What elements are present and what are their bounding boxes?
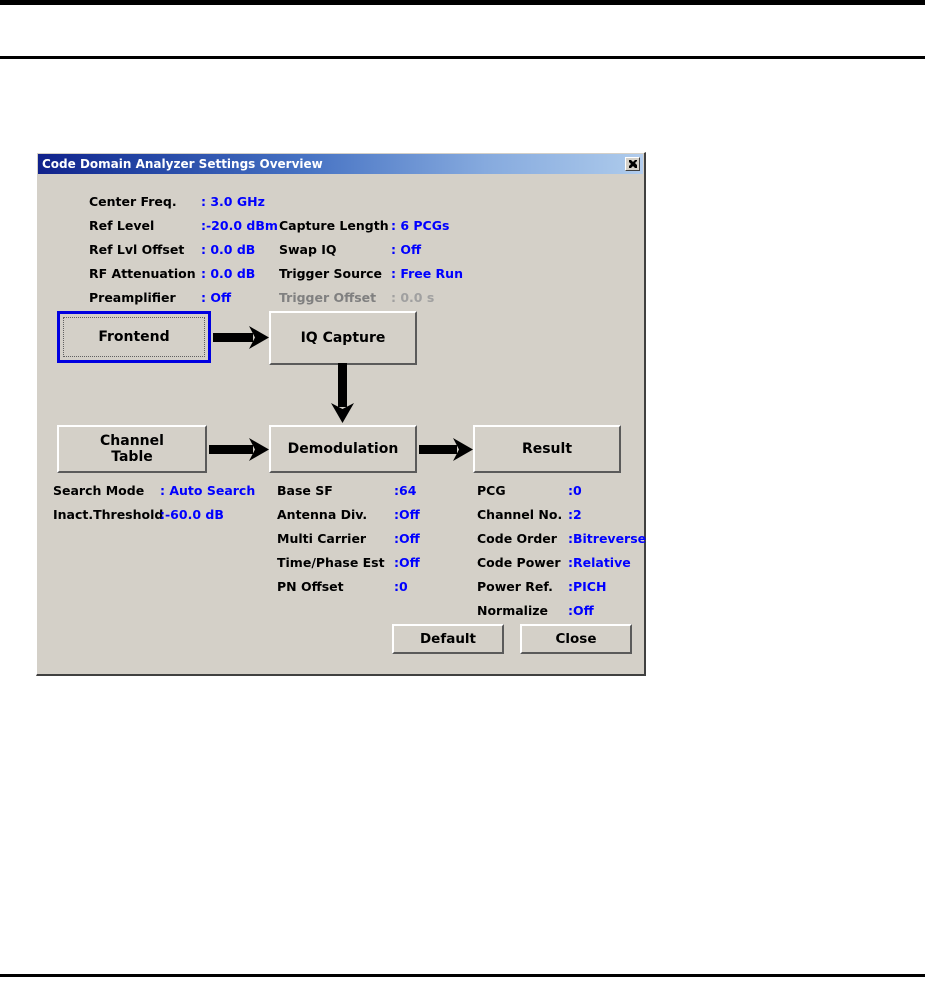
param-value: : 0.0 dB <box>201 266 256 281</box>
flow-button-result[interactable]: Result <box>473 425 621 473</box>
param-multi-carrier: Multi Carrier :Off <box>277 531 420 546</box>
close-icon <box>629 160 637 168</box>
param-capture-length: Capture Length: 6 PCGs <box>279 218 449 233</box>
param-trigger-offset: Trigger Offset : 0.0 s <box>279 290 434 305</box>
default-button[interactable]: Default <box>392 624 504 654</box>
param-label: Power Ref. <box>477 579 553 594</box>
page-header-rule <box>0 56 925 59</box>
focus-ring: Frontend <box>63 317 205 357</box>
dialog-titlebar: Code Domain Analyzer Settings Overview <box>38 154 643 174</box>
param-pcg: PCG :0 <box>477 483 582 498</box>
param-center-freq: Center Freq. : 3.0 GHz <box>89 194 265 209</box>
param-time-phase-est: Time/Phase Est :Off <box>277 555 420 570</box>
param-label: Capture Length <box>279 218 389 233</box>
param-pn-offset: PN Offset :0 <box>277 579 408 594</box>
param-label: Center Freq. <box>89 194 177 209</box>
param-value: :-20.0 dBm <box>201 218 278 233</box>
param-label: Normalize <box>477 603 548 618</box>
param-label: Time/Phase Est <box>277 555 385 570</box>
arrow-down-icon-iq-capture-to-demodulation <box>331 363 354 423</box>
param-label: Base SF <box>277 483 333 498</box>
param-value: :64 <box>394 483 417 498</box>
param-value: : Off <box>201 290 232 305</box>
close-button[interactable]: Close <box>520 624 632 654</box>
flow-button-label: IQ Capture <box>300 329 386 346</box>
param-value: :Bitreverse <box>568 531 647 546</box>
param-label: Inact.Threshold <box>53 507 164 522</box>
flow-button-label: Frontend <box>98 328 170 345</box>
param-ref-lvl-offset: Ref Lvl Offset : 0.0 dB <box>89 242 255 257</box>
param-value: :0 <box>568 483 582 498</box>
param-label: PCG <box>477 483 506 498</box>
flow-button-demodulation[interactable]: Demodulation <box>269 425 417 473</box>
flow-button-label-line2: Table <box>111 449 153 465</box>
param-value: :Relative <box>568 555 631 570</box>
arrow-right-icon-channel-table-to-demodulation <box>209 438 269 461</box>
param-value: :Off <box>394 507 420 522</box>
param-label: Code Power <box>477 555 561 570</box>
param-value: :Off <box>394 531 420 546</box>
param-value: :0 <box>394 579 408 594</box>
flow-button-label: Demodulation <box>287 440 399 457</box>
param-value: :Off <box>568 603 594 618</box>
arrow-right-icon-frontend-to-iq-capture <box>213 326 269 349</box>
param-label: Ref Lvl Offset <box>89 242 185 257</box>
flow-button-label-line1: Channel <box>100 432 164 449</box>
param-value: : 0.0 s <box>391 290 435 305</box>
param-label: Multi Carrier <box>277 531 367 546</box>
flow-button-iq-capture[interactable]: IQ Capture <box>269 311 417 365</box>
param-label: Trigger Source <box>279 266 383 281</box>
param-label: Search Mode <box>53 483 145 498</box>
param-value: : Free Run <box>391 266 463 281</box>
flow-button-frontend[interactable]: Frontend <box>57 311 211 363</box>
param-label: Ref Level <box>89 218 155 233</box>
arrow-right-icon-demodulation-to-result <box>419 438 473 461</box>
code-domain-analyzer-settings-dialog: Code Domain Analyzer Settings Overview C… <box>36 152 646 676</box>
param-value: :-60.0 dB <box>160 507 224 522</box>
param-normalize: Normalize :Off <box>477 603 594 618</box>
param-channel-no: Channel No. :2 <box>477 507 582 522</box>
close-icon-button[interactable] <box>625 157 640 171</box>
param-value: : Off <box>391 242 422 257</box>
param-label: Channel No. <box>477 507 563 522</box>
param-power-ref: Power Ref. :PICH <box>477 579 606 594</box>
param-value: : 6 PCGs <box>391 218 450 233</box>
param-swap-iq: Swap IQ : Off <box>279 242 421 257</box>
param-ref-level: Ref Level :-20.0 dBm <box>89 218 278 233</box>
param-antenna-div: Antenna Div. :Off <box>277 507 420 522</box>
param-label: RF Attenuation <box>89 266 196 281</box>
page-footer-rule <box>0 974 925 977</box>
param-value: : 3.0 GHz <box>201 194 265 209</box>
param-inact-threshold: Inact.Threshold:-60.0 dB <box>53 507 224 522</box>
param-trigger-source: Trigger Source : Free Run <box>279 266 463 281</box>
param-value: : Auto Search <box>160 483 256 498</box>
param-rf-attenuation: RF Attenuation : 0.0 dB <box>89 266 255 281</box>
param-label: Antenna Div. <box>277 507 368 522</box>
param-value: :PICH <box>568 579 607 594</box>
dialog-title: Code Domain Analyzer Settings Overview <box>42 157 323 171</box>
param-value: :Off <box>394 555 420 570</box>
param-search-mode: Search Mode : Auto Search <box>53 483 255 498</box>
param-label: Code Order <box>477 531 557 546</box>
param-label: Swap IQ <box>279 242 337 257</box>
param-code-power: Code Power :Relative <box>477 555 631 570</box>
flow-button-label: Result <box>521 440 573 457</box>
param-value: :2 <box>568 507 582 522</box>
param-value: : 0.0 dB <box>201 242 256 257</box>
param-code-order: Code Order :Bitreverse <box>477 531 646 546</box>
param-label: PN Offset <box>277 579 344 594</box>
param-base-sf: Base SF :64 <box>277 483 416 498</box>
param-preamplifier: Preamplifier : Off <box>89 290 231 305</box>
page-top-bar <box>0 0 925 5</box>
param-label: Preamplifier <box>89 290 176 305</box>
param-label: Trigger Offset <box>279 290 377 305</box>
